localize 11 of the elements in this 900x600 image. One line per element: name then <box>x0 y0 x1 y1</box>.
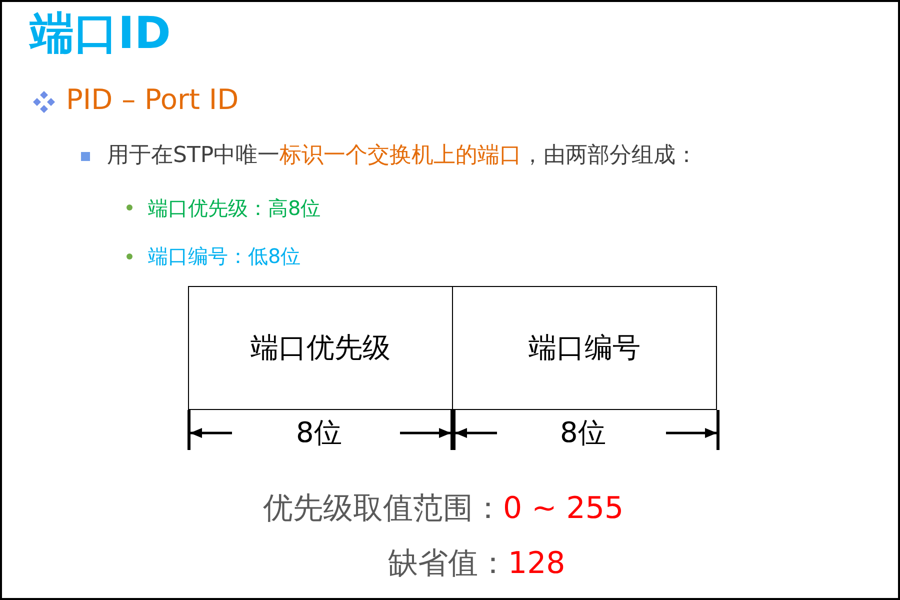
sub-bullet-text: 端口编号：低8位 <box>148 246 301 266</box>
slide-title: 端口ID <box>30 12 171 56</box>
sub-bullet-text: 端口优先级：高8位 <box>148 198 321 218</box>
range-text: 优先级取值范围：0 ~ 255 <box>263 494 624 524</box>
field-box: 端口编号 <box>452 286 717 410</box>
bullet-text: 用于在STP中唯一标识一个交换机上的端口，由两部分组成： <box>107 145 698 167</box>
dimension-label: 8位 <box>560 419 606 447</box>
field-box: 端口优先级 <box>188 286 453 410</box>
dimension-label: 8位 <box>296 419 342 447</box>
default-value-text: 缺省值：128 <box>388 549 566 579</box>
subheading: PID – Port ID <box>66 86 239 114</box>
